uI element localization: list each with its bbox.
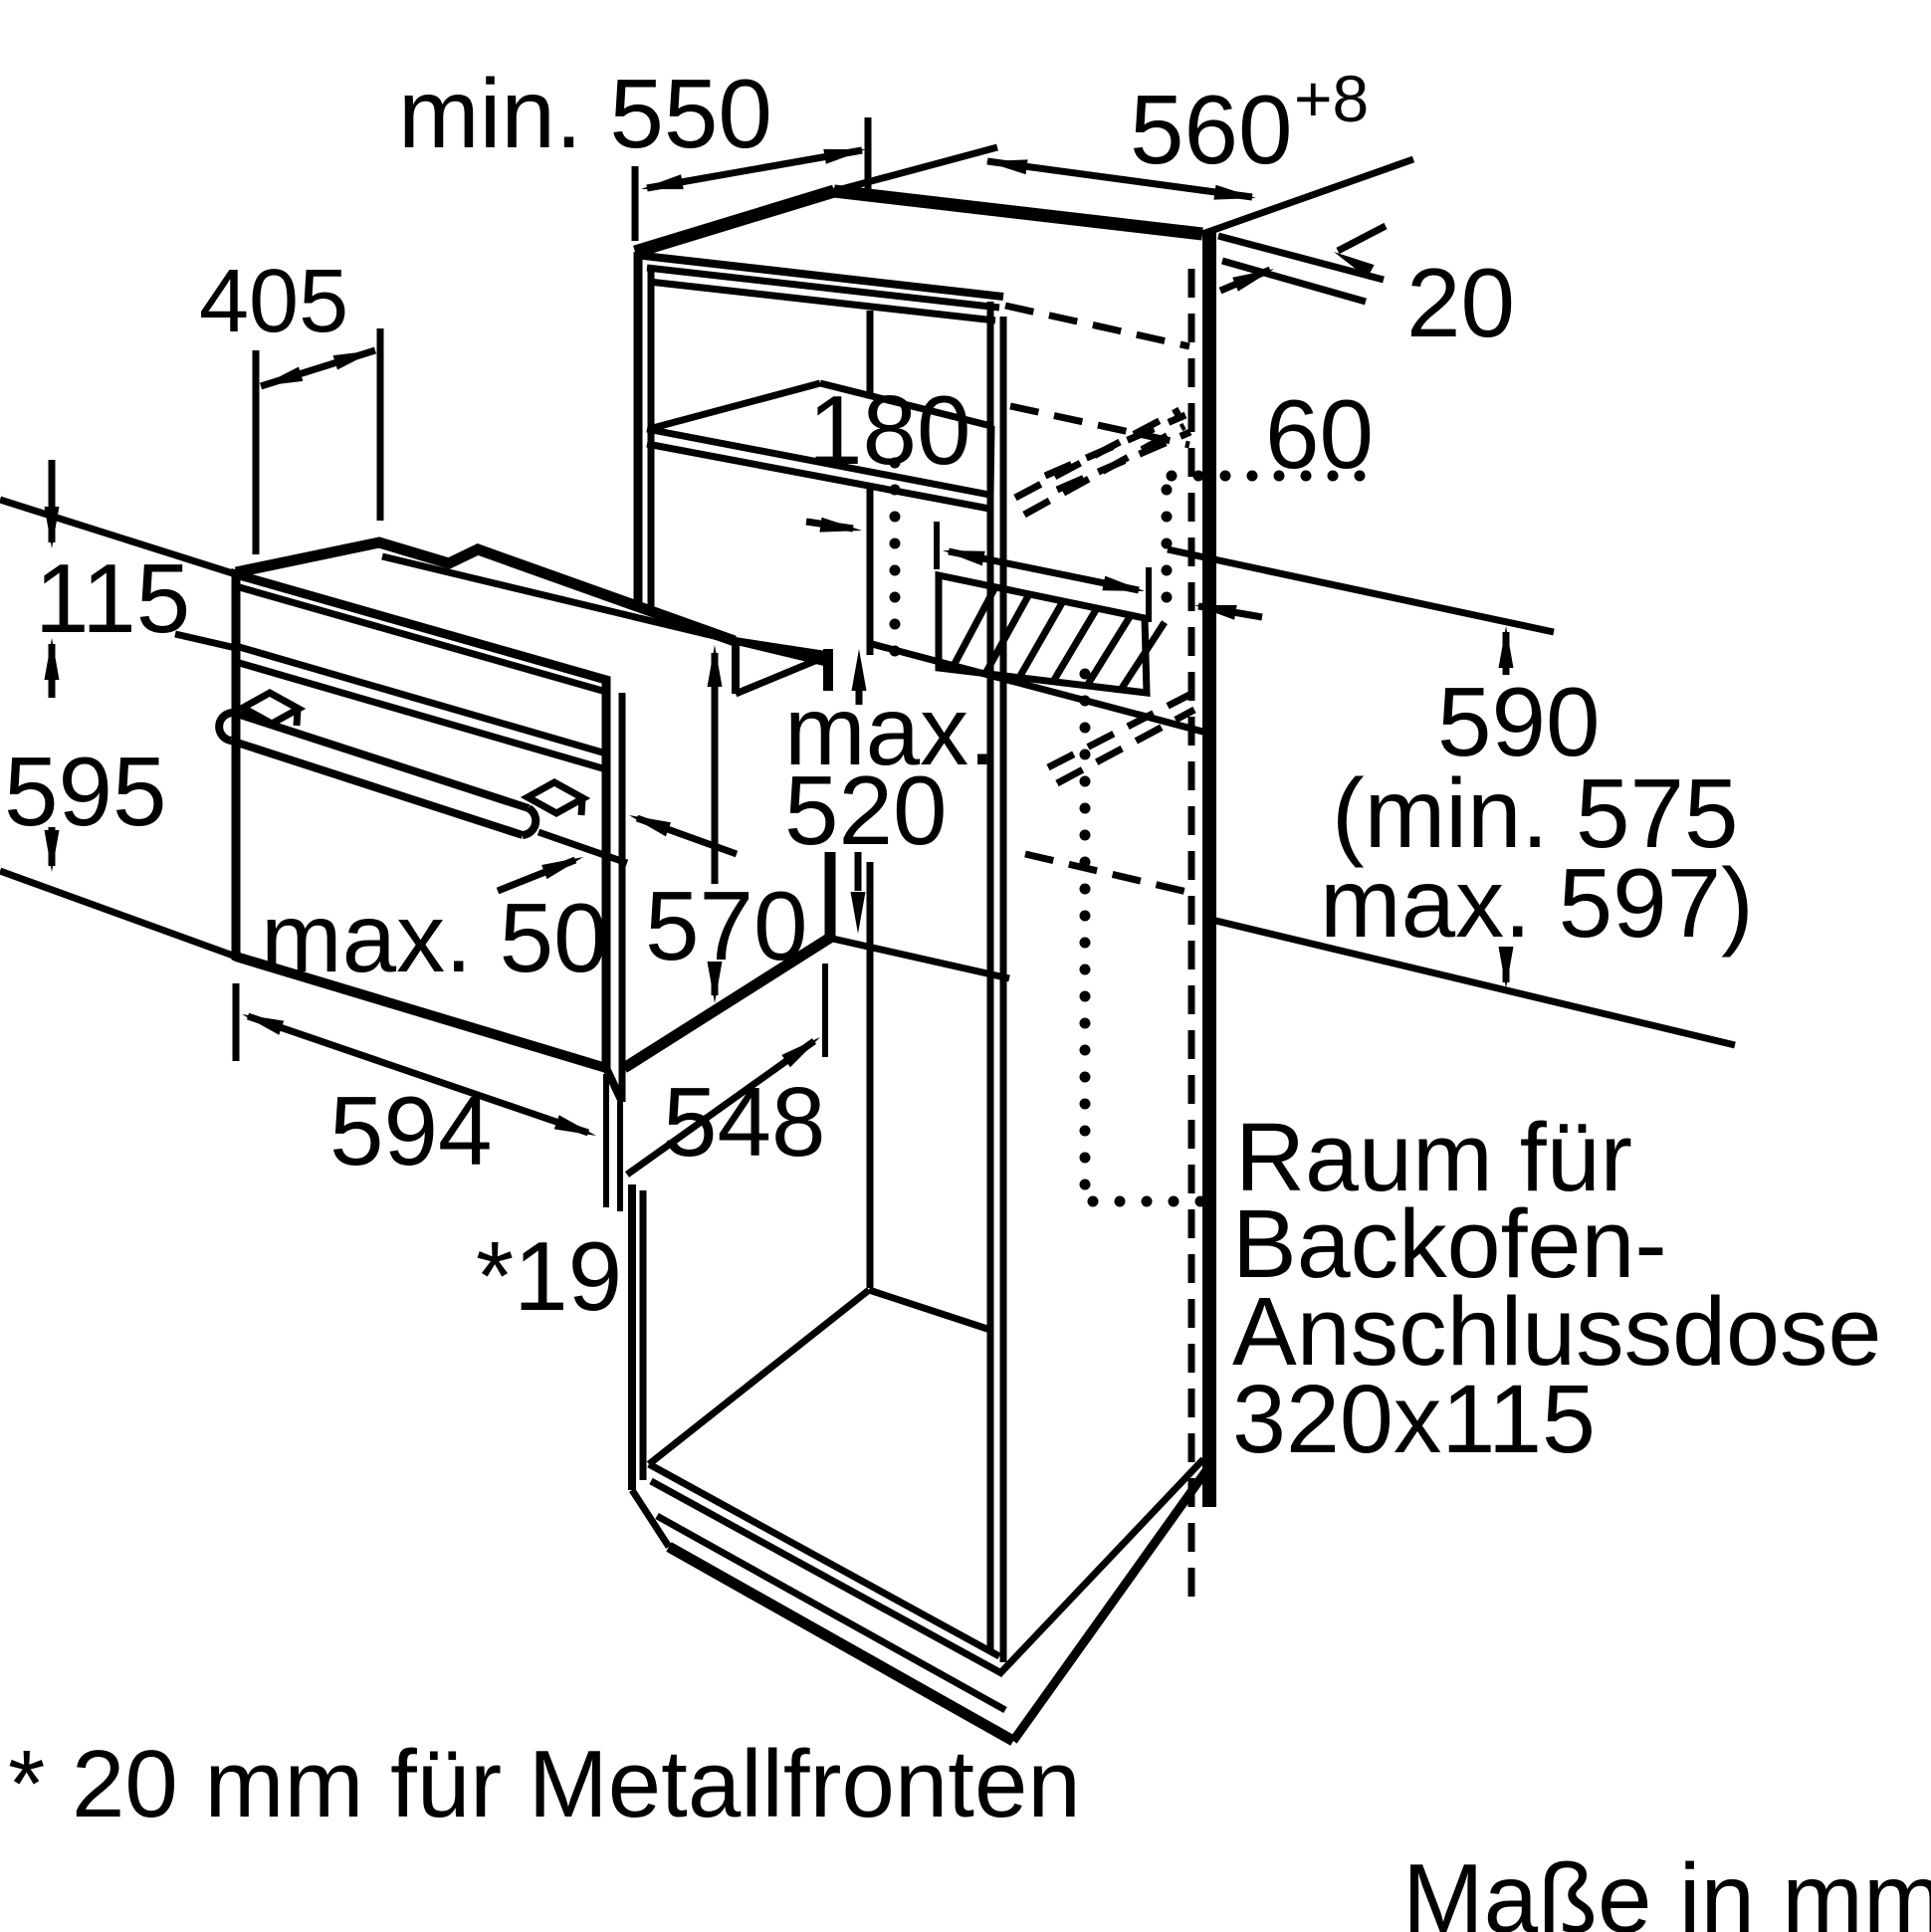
svg-text:*19: *19 [476, 1221, 622, 1331]
svg-text:20: 20 [1406, 248, 1515, 357]
svg-text:594: 594 [329, 1076, 493, 1185]
svg-text:Backofen-: Backofen- [1232, 1189, 1667, 1298]
svg-text:+8: +8 [1294, 62, 1369, 135]
svg-text:Anschlussdose: Anschlussdose [1232, 1277, 1881, 1386]
svg-text:405: 405 [199, 252, 348, 351]
svg-text:60: 60 [1265, 379, 1374, 489]
svg-text:min. 550: min. 550 [398, 59, 772, 168]
svg-text:320x115: 320x115 [1232, 1365, 1596, 1473]
svg-text:560: 560 [1130, 75, 1293, 184]
svg-text:180: 180 [808, 375, 971, 485]
svg-text:max.: max. [784, 676, 995, 785]
svg-text:Raum für: Raum für [1235, 1103, 1632, 1211]
svg-text:570: 570 [645, 871, 808, 980]
svg-text:115: 115 [35, 543, 190, 653]
svg-text:(min. 575: (min. 575 [1332, 758, 1739, 868]
svg-text:590: 590 [1437, 667, 1601, 776]
svg-text:595: 595 [4, 737, 167, 846]
svg-text:520: 520 [784, 755, 948, 865]
svg-text:max. 50: max. 50 [261, 883, 608, 992]
svg-text:548: 548 [663, 1067, 826, 1177]
svg-text:* 20 mm für Metallfronten: * 20 mm für Metallfronten [8, 1731, 1081, 1837]
svg-text:Maße in mm: Maße in mm [1402, 1843, 1931, 1932]
svg-text:max. 597): max. 597) [1320, 848, 1754, 958]
